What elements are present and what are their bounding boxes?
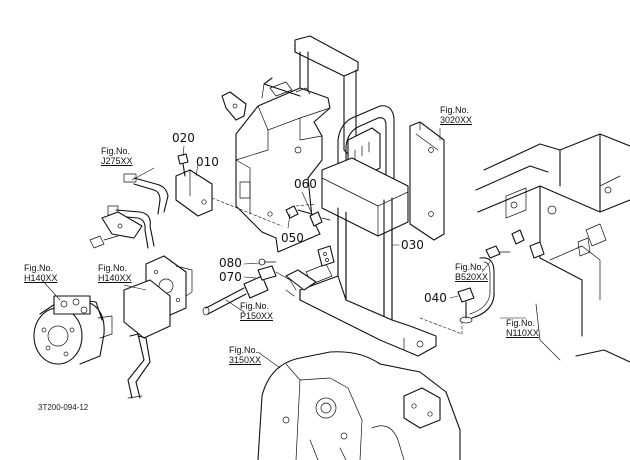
figref-code: H140XX [24, 273, 58, 283]
side-plate [409, 121, 445, 241]
figref-code: B520XX [455, 272, 489, 282]
figref-p150[interactable]: Fig.No. P150XX [240, 301, 273, 321]
bracket-010 [175, 169, 213, 217]
transmission-case [257, 351, 461, 460]
figref-j275[interactable]: Fig.No. J275XX [101, 146, 133, 166]
figref-code: P150XX [240, 311, 274, 321]
steering-valve [33, 295, 113, 365]
figref-b520[interactable]: Fig.No. B520XX [455, 262, 488, 282]
bolt-050 [285, 205, 313, 219]
bolt-040 [457, 287, 475, 324]
leader-lines [41, 127, 527, 369]
figref-h140-left[interactable]: Fig.No. H140XX [24, 263, 58, 283]
callout-070: 070 [219, 270, 242, 284]
ground-cable [469, 245, 511, 319]
callout-050: 050 [281, 231, 304, 245]
figref-caption: Fig.No. [440, 105, 470, 115]
figref-caption: Fig.No. [240, 301, 270, 311]
figref-3150[interactable]: Fig.No. 3150XX [229, 345, 261, 365]
callout-080: 080 [219, 256, 242, 270]
callout-020: 020 [172, 131, 195, 145]
figref-caption: Fig.No. [101, 146, 131, 156]
chassis-frame-right [475, 133, 630, 363]
figref-code: H140XX [98, 273, 132, 283]
figref-code: N110XX [506, 328, 539, 338]
figref-h140-mid[interactable]: Fig.No. H140XX [98, 263, 132, 283]
figref-n110[interactable]: Fig.No. N110XX [506, 318, 539, 338]
hydraulic-pipes [89, 173, 169, 249]
callout-040: 040 [424, 291, 447, 305]
main-support-frame [294, 35, 437, 357]
bolt-060 [309, 211, 331, 227]
connector-block [317, 245, 335, 267]
callout-060: 060 [294, 177, 317, 191]
callout-010: 010 [196, 155, 219, 169]
steering-cover-panel [221, 77, 331, 253]
valve-mount-bracket [123, 255, 193, 399]
figref-3020[interactable]: Fig.No. 3020XX [440, 105, 472, 125]
figref-caption: Fig.No. [506, 318, 536, 328]
brake-switch [202, 258, 317, 316]
figref-caption: Fig.No. [98, 263, 128, 273]
figref-code: 3020XX [440, 115, 473, 125]
figref-caption: Fig.No. [455, 262, 485, 272]
figref-code: J275XX [101, 156, 133, 166]
figref-caption: Fig.No. [229, 345, 259, 355]
figref-code: 3150XX [229, 355, 262, 365]
figref-caption: Fig.No. [24, 263, 54, 273]
callout-030: 030 [401, 238, 424, 252]
drawing-code: 3T200-094-12 [38, 403, 89, 412]
